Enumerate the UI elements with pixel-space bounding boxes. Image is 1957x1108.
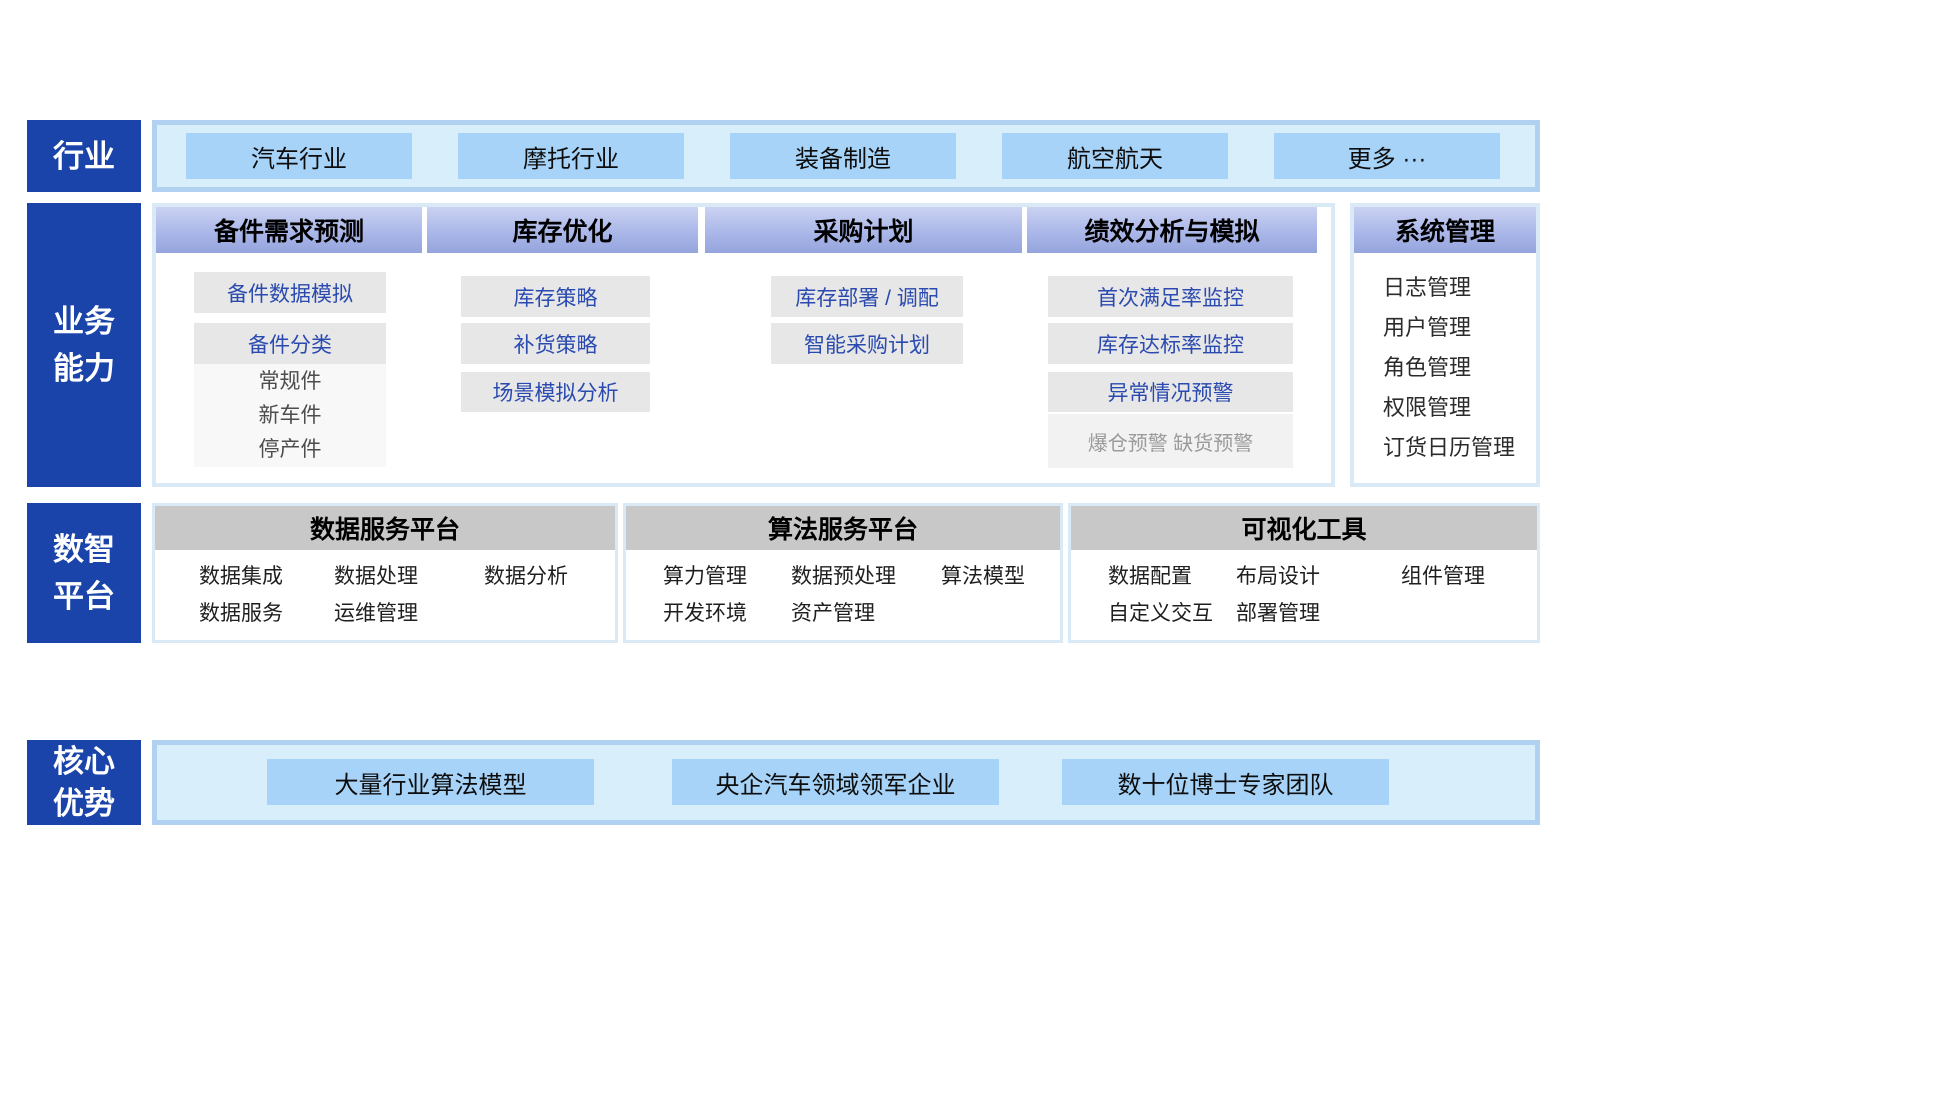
platform-items-visualization-tools: 数据配置 布局设计 组件管理 自定义交互 部署管理 [1071, 550, 1537, 628]
industry-tab-aerospace[interactable]: 航空航天 [1002, 133, 1228, 179]
feature-item-replenishment-strategy[interactable]: 补货策略 [461, 323, 650, 364]
platform-items-data-service: 数据集成 数据处理 数据分析 数据服务 运维管理 [155, 550, 615, 628]
platform-header-visualization-tools: 可视化工具 [1071, 506, 1537, 550]
platform-item-custom-interaction: 自定义交互 [1108, 602, 1213, 625]
platform-item-algorithm-model: 算法模型 [941, 565, 1025, 588]
platform-item-asset-management: 资产管理 [791, 602, 875, 625]
system-item-user-management: 用户管理 [1383, 315, 1472, 340]
system-management-list: 日志管理 用户管理 角色管理 权限管理 订货日历管理 [1383, 276, 1515, 460]
sub-item-regular-parts: 常规件 [258, 369, 322, 393]
column-header-performance-analysis: 绩效分析与模拟 [1027, 207, 1317, 253]
industry-tab-motorcycle[interactable]: 摩托行业 [458, 133, 684, 179]
platform-item-data-integration: 数据集成 [199, 565, 283, 588]
business-capability-panel: 备件需求预测 库存优化 采购计划 绩效分析与模拟 备件数据模拟 备件分类 常规件… [152, 203, 1335, 487]
feature-item-parts-classification[interactable]: 备件分类 [194, 323, 386, 364]
system-item-role-management: 角色管理 [1383, 355, 1472, 380]
platform-item-dev-environment: 开发环境 [663, 602, 747, 625]
algorithm-service-platform-panel: 算法服务平台 算力管理 数据预处理 算法模型 开发环境 资产管理 [623, 503, 1063, 643]
feature-item-scenario-simulation[interactable]: 场景模拟分析 [461, 372, 650, 412]
platform-item-layout-design: 布局设计 [1236, 565, 1320, 588]
advantage-chip-leading-enterprise: 央企汽车领域领军企业 [672, 759, 999, 805]
sidebar-label-advantage-line2: 优势 [53, 785, 115, 821]
feature-item-inventory-deployment[interactable]: 库存部署 / 调配 [771, 276, 963, 317]
visualization-tools-panel: 可视化工具 数据配置 布局设计 组件管理 自定义交互 部署管理 [1068, 503, 1540, 643]
system-management-panel: 系统管理 日志管理 用户管理 角色管理 权限管理 订货日历管理 [1350, 203, 1540, 487]
platform-item-data-analysis: 数据分析 [484, 565, 568, 588]
sidebar-label-business-line1: 业务 [53, 304, 115, 339]
industry-tab-equipment[interactable]: 装备制造 [730, 133, 956, 179]
exception-alert-note: 爆仓预警 缺货预警 [1048, 414, 1293, 468]
feature-item-exception-alert[interactable]: 异常情况预警 [1048, 372, 1293, 412]
sub-item-discontinued-parts: 停产件 [258, 437, 322, 461]
feature-item-inventory-compliance[interactable]: 库存达标率监控 [1048, 323, 1293, 364]
system-item-log-management: 日志管理 [1383, 275, 1472, 300]
feature-item-parts-data-simulation[interactable]: 备件数据模拟 [194, 272, 386, 313]
sidebar-label-business-line2: 能力 [53, 351, 115, 386]
sidebar-label-platform-line1: 数智 [53, 532, 115, 567]
sidebar-label-platform-line2: 平台 [53, 579, 115, 614]
column-header-system-management: 系统管理 [1354, 207, 1536, 253]
advantage-chip-phd-team: 数十位博士专家团队 [1062, 759, 1389, 805]
feature-item-first-fill-rate[interactable]: 首次满足率监控 [1048, 276, 1293, 317]
platform-item-ops-management: 运维管理 [334, 602, 418, 625]
sidebar-label-business: 业务 能力 [27, 203, 141, 487]
feature-item-inventory-strategy[interactable]: 库存策略 [461, 276, 650, 317]
sidebar-label-platform: 数智 平台 [27, 503, 141, 643]
industry-tab-automotive[interactable]: 汽车行业 [186, 133, 412, 179]
platform-header-data-service: 数据服务平台 [155, 506, 615, 550]
sidebar-label-industry-text: 行业 [53, 138, 115, 174]
parts-classification-sublist: 常规件 新车件 停产件 [194, 364, 386, 467]
feature-item-smart-procurement[interactable]: 智能采购计划 [771, 323, 963, 364]
industry-row: 汽车行业 摩托行业 装备制造 航空航天 更多 ··· [152, 120, 1540, 192]
column-header-demand-forecast: 备件需求预测 [156, 207, 422, 253]
sidebar-label-advantage: 核心 优势 [27, 740, 141, 825]
system-item-order-calendar-management: 订货日历管理 [1383, 435, 1516, 460]
platform-header-algorithm-service: 算法服务平台 [626, 506, 1060, 550]
platform-item-compute-management: 算力管理 [663, 565, 747, 588]
core-advantages-row: 大量行业算法模型 央企汽车领域领军企业 数十位博士专家团队 [152, 740, 1540, 825]
platform-item-data-service: 数据服务 [199, 602, 283, 625]
system-item-permission-management: 权限管理 [1383, 395, 1472, 420]
data-service-platform-panel: 数据服务平台 数据集成 数据处理 数据分析 数据服务 运维管理 [152, 503, 618, 643]
platform-item-deployment-management: 部署管理 [1236, 602, 1320, 625]
column-header-inventory-optimization: 库存优化 [427, 207, 698, 253]
platform-item-data-configuration: 数据配置 [1108, 565, 1192, 588]
platform-item-component-management: 组件管理 [1401, 565, 1485, 588]
platform-item-data-preprocessing: 数据预处理 [791, 565, 896, 588]
platform-items-algorithm-service: 算力管理 数据预处理 算法模型 开发环境 资产管理 [626, 550, 1060, 628]
platform-item-data-processing: 数据处理 [334, 565, 418, 588]
sub-item-new-vehicle-parts: 新车件 [258, 403, 322, 427]
sidebar-label-industry: 行业 [27, 120, 141, 192]
column-header-procurement-plan: 采购计划 [705, 207, 1022, 253]
industry-tab-more[interactable]: 更多 ··· [1274, 133, 1500, 179]
advantage-chip-algorithm-models: 大量行业算法模型 [267, 759, 594, 805]
sidebar-label-advantage-line1: 核心 [53, 743, 115, 779]
